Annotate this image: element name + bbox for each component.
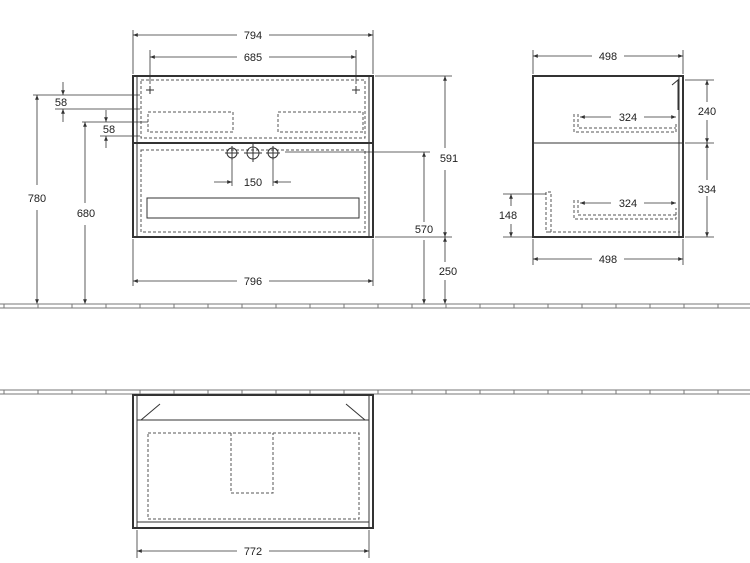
dim-cabinet-height: 591: [440, 153, 458, 165]
side-cabinet-outline: [532, 75, 684, 238]
front-cabinet-outline: [132, 75, 374, 238]
front-lower-drawer-hidden: [140, 149, 366, 233]
side-view: 498 324 324 240 334 148 498: [499, 50, 716, 266]
plan-drawer-hidden: [147, 432, 360, 520]
side-plinth-panel: [545, 191, 552, 233]
front-upper-handle-right: [277, 111, 364, 133]
front-lower-handle: [146, 197, 360, 219]
pipe-connections: [225, 144, 280, 162]
dim-height-second: 680: [77, 208, 95, 220]
front-upper-handle-left: [147, 111, 234, 133]
mounting-crosses: [146, 86, 360, 94]
dim-side-depth-top: 498: [599, 51, 617, 63]
dim-height-total: 780: [28, 193, 46, 205]
dim-upper-drawer-depth: 324: [619, 112, 637, 124]
dim-upper-height: 240: [698, 106, 716, 118]
plan-view: 772: [132, 394, 374, 558]
wall-line-upper: [0, 303, 750, 309]
front-upper-drawer-hidden: [140, 79, 366, 139]
dim-overall-width: 794: [244, 30, 262, 42]
dim-hole-spacing: 685: [244, 52, 262, 64]
front-view: 794 685 58 58 780 680 591 570: [28, 30, 458, 304]
dim-floor-clearance: 250: [439, 266, 457, 278]
dim-side-depth-bottom: 498: [599, 254, 617, 266]
side-front-hook: [671, 78, 679, 110]
dim-offset-top: 58: [55, 97, 67, 109]
dim-lower-height: 334: [698, 184, 716, 196]
dim-pipe-spacing: 150: [244, 177, 262, 189]
plan-cabinet-outline: [132, 394, 374, 529]
wall-line-lower: [0, 389, 750, 395]
dim-plinth-height: 148: [499, 210, 517, 222]
plan-siphon-cutout: [230, 433, 274, 494]
dim-bottom-width: 796: [244, 276, 262, 288]
dim-offset-second: 58: [103, 124, 115, 136]
dim-lower-drawer-depth: 324: [619, 198, 637, 210]
dim-drawer-height: 570: [415, 224, 433, 236]
dim-plan-width: 772: [244, 546, 262, 558]
